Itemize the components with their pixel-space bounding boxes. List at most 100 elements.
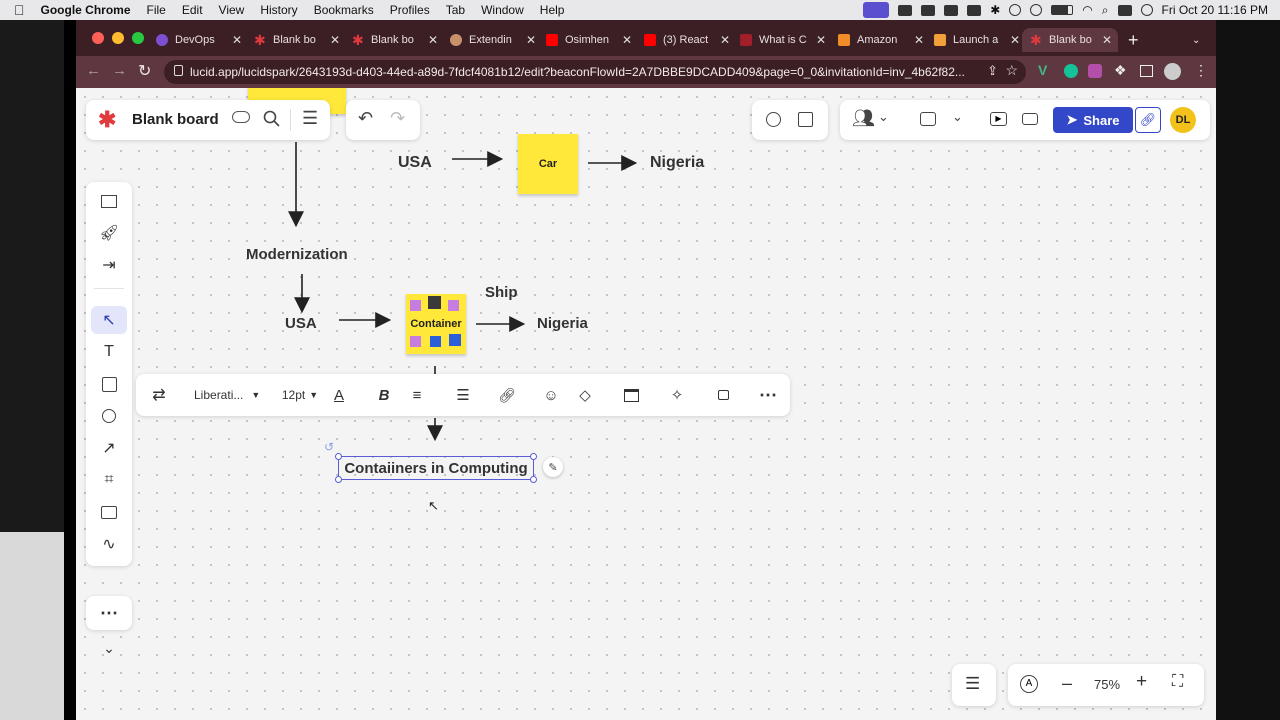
siri-icon[interactable] [1140, 4, 1153, 16]
templates-icon[interactable] [91, 187, 127, 215]
status-icon-3[interactable] [944, 4, 959, 16]
profile-avatar-icon[interactable] [1164, 63, 1181, 80]
select-tool-icon[interactable]: ↖ [91, 306, 127, 334]
rotate-handle-icon[interactable]: ↺ [324, 440, 335, 454]
image-tool-icon[interactable] [91, 498, 127, 526]
menu-window[interactable]: Window [470, 3, 524, 17]
present-icon[interactable]: ▶ [990, 112, 1007, 126]
video-icon[interactable] [1022, 113, 1038, 125]
back-icon[interactable]: ← [86, 62, 101, 79]
tab-react[interactable]: (3) React✕ [644, 28, 736, 52]
screen-share-icon[interactable] [863, 2, 890, 18]
bluetooth-icon[interactable]: ✱ [990, 3, 1001, 17]
search-icon[interactable] [263, 110, 281, 128]
navigator-icon[interactable]: A [1020, 675, 1038, 693]
status-icon-4[interactable] [967, 4, 982, 16]
puzzle-extensions-icon[interactable]: ❖ [1114, 62, 1127, 78]
draw-tool-icon[interactable]: ∿ [102, 536, 116, 553]
sidepanel-icon[interactable] [1140, 65, 1153, 77]
menu-edit[interactable]: Edit [171, 3, 203, 17]
shapes-tool-icon[interactable] [91, 402, 127, 430]
line-tool-icon[interactable]: ↗ [102, 440, 116, 457]
tab-search-chevron-icon[interactable]: ⌄ [1192, 34, 1201, 46]
collaborators-icon[interactable]: 👥︎ [852, 108, 875, 128]
edit-pen-icon[interactable]: ✎ [543, 457, 563, 477]
tab-close-icon[interactable]: ✕ [719, 33, 730, 47]
zoom-out-icon[interactable]: – [1062, 673, 1073, 693]
shape-swap-icon[interactable]: ⇄ [152, 387, 166, 404]
spotlight-icon[interactable]: ⌕ [1101, 2, 1109, 17]
battery-icon[interactable] [1051, 5, 1074, 15]
sticky-tool-icon[interactable] [91, 370, 127, 398]
resize-handle-tr[interactable] [530, 453, 537, 460]
board-title[interactable]: Blank board [132, 111, 219, 128]
vue-devtools-icon[interactable]: V [1038, 62, 1048, 78]
font-family-select[interactable]: Liberati... ▼ [194, 374, 268, 416]
text-color-icon[interactable]: A [333, 386, 344, 404]
forward-icon[interactable]: → [112, 62, 127, 79]
list-icon[interactable]: ☰ [456, 387, 470, 404]
reload-icon[interactable]: ↻ [138, 63, 152, 80]
zoom-in-icon[interactable]: + [1136, 671, 1148, 692]
timer-icon[interactable] [766, 112, 781, 127]
font-size-select[interactable]: 12pt ▼ [280, 374, 320, 416]
share-page-icon[interactable]: ⇪ [987, 63, 998, 78]
link-icon[interactable]: 🔗︎ [498, 386, 516, 403]
menu-bookmarks[interactable]: Bookmarks [303, 3, 374, 17]
tab-close-icon[interactable]: ✕ [1009, 33, 1020, 47]
comment-chevron-icon[interactable]: ⌄ [952, 109, 963, 124]
collapse-toolbar-icon[interactable]: ⌄ [103, 639, 115, 656]
ai-sparkle-icon[interactable]: ✧ [670, 387, 684, 404]
tab-close-icon[interactable]: ✕ [815, 33, 826, 47]
close-window-button[interactable] [92, 32, 104, 44]
board-canvas[interactable]: ✱ Blank board ☰ ↶ ↷ 👥︎ ⌄ ⌄ ▶ ➤Share 🔗︎ D… [76, 88, 1216, 720]
undo-icon[interactable]: ↶ [358, 108, 374, 128]
copy-link-button[interactable]: 🔗︎ [1135, 107, 1161, 133]
menu-history[interactable]: History [249, 3, 297, 17]
resize-handle-tl[interactable] [335, 453, 342, 460]
minimize-window-button[interactable] [112, 32, 124, 44]
lucid-asterisk-icon[interactable]: ✱ [98, 107, 117, 132]
tag-icon[interactable]: ◇ [579, 387, 591, 404]
fullscreen-icon[interactable]: ⛶ [1172, 673, 1184, 690]
play-status-icon[interactable] [1009, 4, 1022, 16]
grammarly-icon[interactable] [1064, 64, 1078, 78]
bold-icon[interactable]: B [378, 386, 390, 404]
sticky-note-container[interactable]: Container [406, 294, 466, 354]
user-status-icon[interactable] [1030, 4, 1043, 16]
wifi-icon[interactable]: ◠ [1082, 3, 1093, 17]
selected-text-box[interactable]: Contaiiners in Computing [335, 453, 537, 483]
tab-devops[interactable]: DevOps✕ [156, 28, 248, 52]
outline-list-icon[interactable]: ☰ [965, 674, 981, 693]
chrome-menu-icon[interactable]: ⋮ [1194, 62, 1208, 78]
menu-view[interactable]: View [208, 3, 245, 17]
label-top-nigeria[interactable]: Nigeria [650, 154, 705, 171]
gift-icon[interactable] [798, 112, 813, 127]
comment-icon[interactable] [920, 112, 936, 126]
menubar-clock[interactable]: Fri Oct 20 11:16 PM [1161, 3, 1268, 17]
zoom-level[interactable]: 75% [1094, 677, 1121, 692]
tab-close-icon[interactable]: ✕ [913, 33, 924, 47]
url-bar[interactable]: lucid.app/lucidspark/2643193d-d403-44ed-… [164, 60, 1026, 84]
share-button[interactable]: ➤Share [1053, 107, 1133, 133]
menu-file[interactable]: File [136, 3, 166, 17]
tab-launch[interactable]: Launch a✕ [934, 28, 1026, 52]
sticky-note-car[interactable]: Car [518, 134, 578, 194]
redo-icon[interactable]: ↷ [390, 108, 406, 128]
tab-close-icon[interactable]: ✕ [231, 33, 242, 47]
status-icon-2[interactable] [921, 4, 936, 16]
tab-close-icon[interactable]: ✕ [1101, 33, 1112, 47]
avatar[interactable]: DL [1170, 107, 1196, 133]
tab-amazon[interactable]: Amazon✕ [838, 28, 930, 52]
label-modernization[interactable]: Modernization [246, 246, 348, 263]
tab-close-icon[interactable]: ✕ [427, 33, 438, 47]
zoom-window-button[interactable] [132, 32, 144, 44]
extension-icon[interactable] [1088, 64, 1102, 78]
frame-tool-icon[interactable]: ⌗ [104, 471, 114, 488]
cloud-saved-icon[interactable] [232, 111, 250, 123]
lock-icon[interactable] [712, 374, 734, 416]
control-center-icon[interactable] [1117, 4, 1132, 16]
more-options-icon[interactable]: ⋯ [759, 384, 777, 405]
menu-tab[interactable]: Tab [435, 3, 465, 17]
collaborators-chevron-icon[interactable]: ⌄ [878, 109, 889, 124]
